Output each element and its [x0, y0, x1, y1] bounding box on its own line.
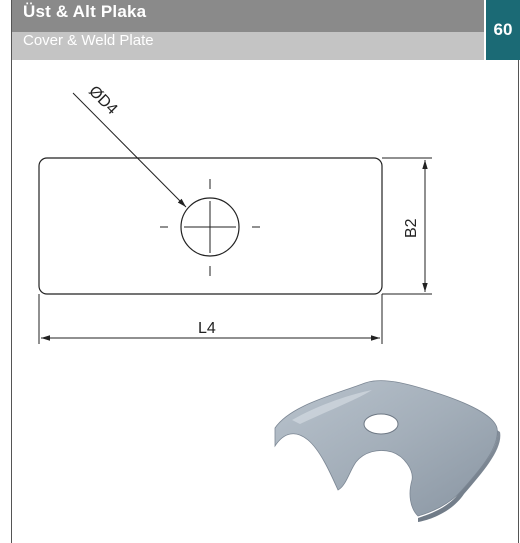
width-label: B2 — [403, 218, 420, 238]
page-number-badge: 60 — [486, 0, 520, 60]
header-bottom-band — [12, 32, 484, 60]
plate-3d-hole — [363, 413, 399, 435]
title-turkish: Üst & Alt Plaka — [23, 2, 147, 21]
length-label: L4 — [198, 320, 216, 337]
plate-outline — [38, 157, 383, 295]
header-top-band — [12, 0, 484, 32]
plate-3d-top — [274, 380, 498, 517]
diameter-leader-line — [72, 92, 187, 208]
page-frame — [11, 0, 519, 543]
plate-3d-highlight — [292, 390, 372, 424]
header-banner — [12, 0, 484, 60]
hole-circle — [180, 197, 240, 257]
title-english: Cover & Weld Plate — [23, 32, 154, 49]
